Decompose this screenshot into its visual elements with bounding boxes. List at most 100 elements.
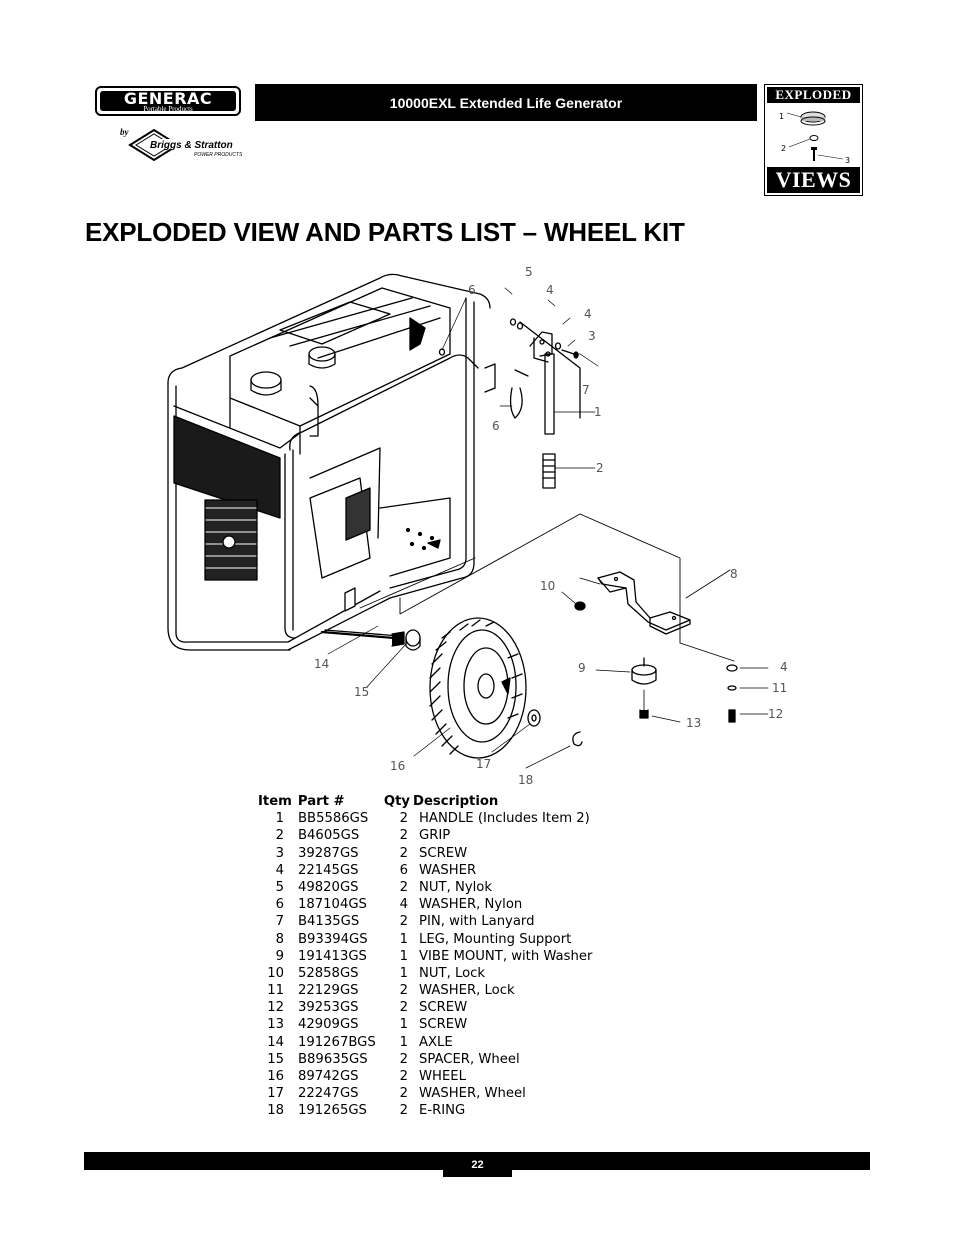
row-qty: 1 (399, 1017, 408, 1033)
callout-4c: 4 (780, 660, 788, 674)
row-part-number: 191267BGS (298, 1034, 376, 1050)
row-qty: 2 (399, 1086, 408, 1102)
row-qty: 2 (399, 828, 408, 844)
wheel (429, 617, 527, 759)
row-item: 18 (267, 1103, 284, 1119)
row-part-number: 39253GS (298, 1000, 359, 1016)
table-row: 15 B89635GS 2 SPACER, Wheel (258, 1051, 592, 1068)
brand-name: GENERAC (123, 89, 213, 108)
row-item: 7 (275, 914, 284, 930)
row-part-number: B4605GS (298, 828, 360, 844)
callout-7: 7 (582, 383, 590, 397)
exploded-views-badge: EXPLODED 1 2 3 VIEWS (764, 84, 863, 196)
callout-9: 9 (578, 661, 586, 675)
row-qty: 2 (399, 845, 408, 861)
row-description: HANDLE (Includes Item 2) (419, 811, 590, 827)
page-title: EXPLODED VIEW AND PARTS LIST – WHEEL KIT (85, 217, 685, 247)
row-item: 9 (275, 948, 284, 964)
badge-mini-diagram: 1 2 3 (779, 111, 850, 165)
row-qty: 1 (399, 931, 408, 947)
callout-1: 1 (594, 405, 602, 419)
row-part-number: 187104GS (298, 897, 367, 913)
parts-list: Item Part # Qty Description 1 BB5586GS 2 HA… (258, 793, 592, 1120)
row-item: 4 (275, 862, 284, 878)
row-item: 1 (275, 811, 284, 827)
header-desc: Description (413, 794, 499, 809)
table-row: 18 191265GS 2 E-RING (258, 1102, 592, 1119)
row-qty: 1 (399, 1034, 408, 1050)
row-description: E-RING (419, 1103, 466, 1119)
brand-subtitle: Portable Products (143, 105, 193, 113)
row-description: SCREW (419, 1017, 468, 1033)
table-row: 6 187104GS 4 WASHER, Nylon (258, 896, 592, 913)
generac-logo: GENERAC Portable Products (95, 86, 241, 116)
parts-list-header: Item Part # Qty Description (258, 793, 592, 810)
row-description: SPACER, Wheel (419, 1051, 520, 1067)
callout-2: 2 (596, 461, 604, 475)
row-part-number: 39287GS (298, 845, 359, 861)
handle-assembly (438, 318, 581, 489)
row-qty: 2 (399, 1103, 408, 1119)
row-qty: 2 (399, 1069, 408, 1084)
row-qty: 4 (399, 897, 408, 913)
row-part-number: 22247GS (298, 1086, 359, 1102)
row-part-number: 191265GS (298, 1103, 367, 1119)
row-item: 11 (267, 983, 284, 999)
callout-8: 8 (730, 567, 738, 581)
table-row: 12 39253GS 2 SCREW (258, 999, 592, 1016)
row-part-number: 22145GS (298, 862, 359, 878)
row-qty: 6 (399, 862, 408, 878)
row-part-number: 22129GS (298, 983, 359, 999)
row-description: SCREW (419, 845, 468, 861)
row-part-number: B89635GS (298, 1051, 368, 1067)
partner-name: Briggs & Stratton (150, 140, 233, 151)
page-number: 22 (443, 1152, 512, 1177)
row-item: 6 (275, 897, 284, 913)
row-qty: 2 (399, 879, 408, 895)
briggs-stratton-logo: Briggs & Stratton POWER PRODUCTS (128, 128, 243, 162)
row-qty: 2 (399, 983, 408, 999)
badge-top-label: EXPLODED (767, 87, 860, 103)
product-title: 10000EXL Extended Life Generator (255, 84, 757, 121)
callout-6: 6 (468, 283, 476, 297)
generator-frame (167, 273, 491, 651)
callout-11: 11 (772, 681, 787, 695)
partner-subtitle: POWER PRODUCTS (194, 152, 243, 158)
header-part: Part # (297, 794, 345, 809)
row-description: WASHER, Wheel (419, 1086, 526, 1102)
row-part-number: BB5586GS (298, 811, 369, 827)
header-qty: Qty (383, 794, 411, 809)
callout-6b: 6 (492, 419, 500, 433)
badge-bottom-label: VIEWS (767, 167, 860, 193)
row-qty: 2 (399, 1051, 408, 1067)
row-description: VIBE MOUNT, with Washer (419, 948, 593, 964)
row-qty: 2 (399, 914, 408, 930)
by-label: by (120, 127, 129, 137)
wheel-kit-exploded-diagram: 5 4 6 4 3 7 1 6 2 10 8 9 4 11 12 13 14 1… (167, 265, 788, 787)
row-description: NUT, Nylok (419, 879, 492, 895)
row-item: 12 (267, 1000, 284, 1016)
row-description: WASHER, Nylon (419, 897, 523, 913)
callout-16: 16 (390, 759, 405, 773)
row-qty: 2 (399, 1000, 408, 1016)
callout-4: 4 (546, 283, 554, 297)
row-description: NUT, Lock (419, 965, 486, 981)
parts-list-rows: 1 BB5586GS 2 HANDLE (Includes Item 2) 2 B4605… (258, 810, 592, 1119)
mounting-leg (579, 569, 731, 635)
callout-17: 17 (476, 757, 491, 771)
row-description: SCREW (419, 1000, 468, 1016)
row-item: 15 (267, 1051, 284, 1067)
footer-bar-left (84, 1152, 444, 1170)
callout-15: 15 (354, 685, 369, 699)
row-item: 14 (267, 1034, 284, 1050)
